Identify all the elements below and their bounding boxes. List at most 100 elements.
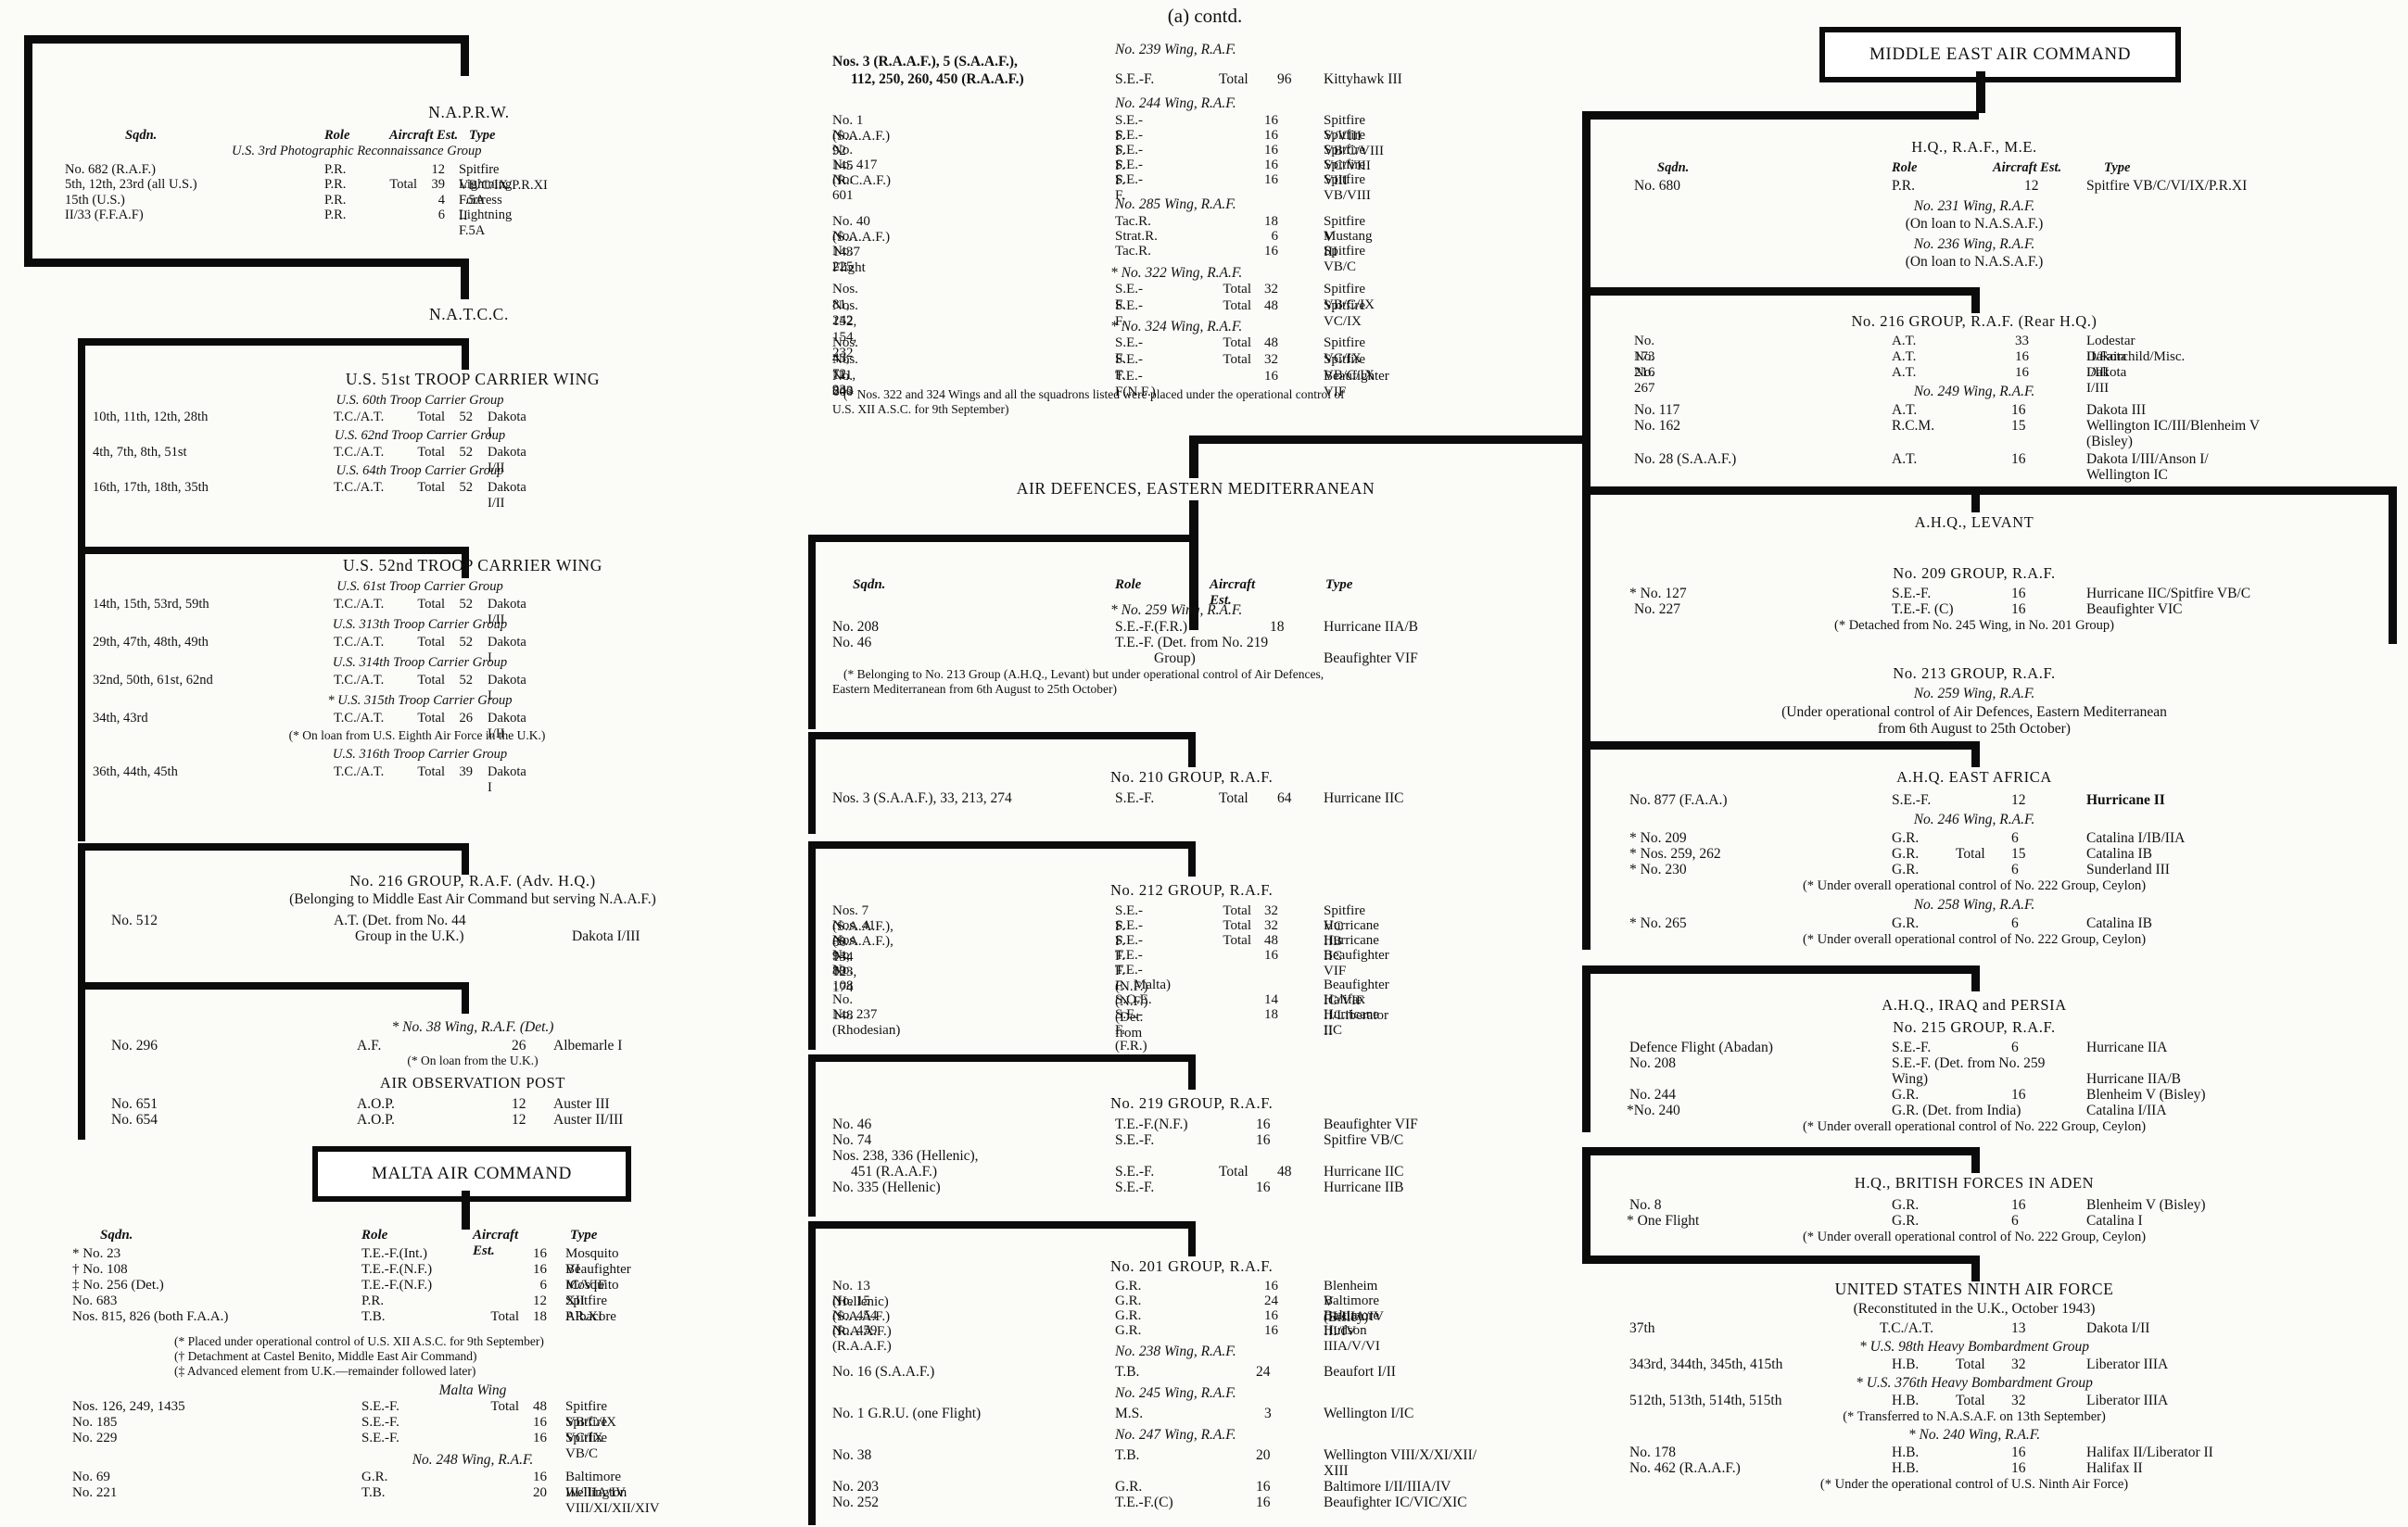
group-name: U.S. 316th Troop Carrier Group <box>332 747 508 762</box>
table-row: No. 244 <box>1629 1087 1676 1103</box>
tcw51-bracket-left <box>78 338 85 547</box>
wing239-name: No. 239 Wing, R.A.F. <box>1115 42 1236 57</box>
col-header-type: Type <box>469 128 496 143</box>
table-row: No. 92 <box>832 128 854 158</box>
wing240-footnote: (* Under the operational control of U.S.… <box>1819 1477 2129 1492</box>
group-name: U.S. 60th Troop Carrier Group <box>336 393 504 408</box>
table-row: No. 1 G.R.U. (one Flight) <box>832 1406 982 1421</box>
grp219-title: No. 219 GROUP, R.A.F. <box>1110 1094 1274 1112</box>
grp201-bracket-top <box>808 1221 1196 1229</box>
table-row: Nos. 81, 242 <box>832 282 858 328</box>
malta-air-command-box[interactable]: MALTA AIR COMMAND <box>312 1146 631 1202</box>
table-row: No. 203 <box>832 1479 879 1495</box>
table-row: No. 335 (Hellenic) <box>832 1180 941 1195</box>
table-row: 37th <box>1629 1320 1655 1336</box>
table-row: No. 74 <box>832 1132 872 1148</box>
table-row: No. 38 <box>832 1447 872 1463</box>
table-row: No. 148 <box>832 992 854 1023</box>
grp219-bracket-left <box>808 1054 816 1217</box>
wing285-name: No. 285 Wing, R.A.F. <box>1115 196 1236 212</box>
aden-bracket-bottom <box>1582 1256 1979 1264</box>
wing236-note: (On loan to N.A.S.A.F.) <box>1905 254 2044 270</box>
middle-east-air-command-box[interactable]: MIDDLE EAST AIR COMMAND <box>1819 27 2181 82</box>
eastafrica-bracket-top <box>1582 741 1979 750</box>
table-row: No. 417 (R.C.A.F.) <box>832 158 891 188</box>
wing249-name: No. 249 Wing, R.A.F. <box>1913 384 2035 399</box>
col-header-role: Role <box>324 128 350 143</box>
levant-bracket-left <box>1582 486 1591 741</box>
table-row: 512th, 513th, 514th, 515th <box>1629 1393 1782 1408</box>
grp215-footnote: (* Under overall operational control of … <box>1802 1119 2147 1134</box>
table-row: No. 680 <box>1634 178 1680 194</box>
malta-footnote-2: († Detachment at Castel Benito, Middle E… <box>174 1349 477 1363</box>
tcw51-bracket-stem <box>462 338 469 370</box>
table-row: *No. 240 <box>1627 1103 1680 1118</box>
group-name: U.S. 64th Troop Carrier Group <box>336 463 504 478</box>
tcw52-bracket-top <box>78 547 469 554</box>
malta-wing-table: Nos. 126, 249, 1435 S.E.-F. Total 48 Spi… <box>72 1399 617 1461</box>
grp210-bracket-top <box>808 732 1196 739</box>
naprw-title: N.A.P.R.W. <box>428 103 510 121</box>
iraq-title: A.H.Q., IRAQ and PERSIA <box>1882 996 2067 1014</box>
group-name: U.S. 61st Troop Carrier Group <box>336 579 503 594</box>
grp219-bracket-top <box>808 1054 1196 1062</box>
col-header-est: Aircraft Est. <box>1993 160 2062 175</box>
levant-bracket-right <box>2389 486 2397 644</box>
grp376-name: * U.S. 376th Heavy Bombardment Group <box>1856 1375 2093 1391</box>
grp209-footnote: (* Detached from No. 245 Wing, in No. 20… <box>1834 618 2114 633</box>
table-row: No. 28 (S.A.A.F.) <box>1634 451 1737 467</box>
grp216rear-bracket-top <box>1582 287 1979 296</box>
grp210-bracket-left <box>808 732 816 834</box>
group-name: U.S. 313th Troop Carrier Group <box>332 617 508 632</box>
grp216adv-bracket-left <box>78 843 85 982</box>
wing324-footnote-1: (* Nos. 322 and 324 Wings and all the sq… <box>843 387 1345 401</box>
tcw52-title: U.S. 52nd TROOP CARRIER WING <box>343 556 602 574</box>
table-row: * No. 230 <box>1629 862 1687 877</box>
table-row: No. 108 <box>832 963 854 993</box>
col-header-type: Type <box>1325 577 1353 592</box>
table-row: No. 8 <box>1629 1197 1662 1213</box>
table-row: Nos. 815, 826 (both F.A.A.) <box>72 1309 229 1324</box>
tcw51-bracket-top <box>78 338 469 346</box>
table-row: No. 185 <box>72 1415 118 1430</box>
col-header-type: Type <box>570 1228 598 1243</box>
aden-title: H.Q., BRITISH FORCES IN ADEN <box>1854 1174 2095 1192</box>
table-row: No. 601 <box>832 172 854 203</box>
adem-title: AIR DEFENCES, EASTERN MEDITERRANEAN <box>927 478 1464 500</box>
table-row: No. 237 (Rhodesian) <box>832 1007 901 1038</box>
table-row: Nos. 152, 154, 232 <box>832 298 858 360</box>
naprw-group-name: U.S. 3rd Photographic Reconnaissance Gro… <box>232 143 482 158</box>
wing245-name: No. 245 Wing, R.A.F. <box>1115 1385 1236 1401</box>
meac-to-center-link <box>1189 435 1588 444</box>
table-row: Nos. 238, 336 (Hellenic), <box>832 1148 979 1164</box>
malta-footnote-3: (‡ Advanced element from U.K.—remainder … <box>174 1364 476 1378</box>
table-row: 5th, 12th, 23rd (all U.S.) <box>65 177 197 192</box>
naprw-table: Sqdn. Role Aircraft Est. Type U.S. 3rd P… <box>65 128 548 238</box>
wing246-footnote: (* Under overall operational control of … <box>1802 878 2147 893</box>
table-row: No. 221 <box>72 1485 118 1500</box>
wing231-note: (On loan to N.A.S.A.F.) <box>1905 216 2044 232</box>
tcw51-table: U.S. 60th Troop Carrier Group 10th, 11th… <box>65 393 526 511</box>
table-row: No. 16 (S.A.A.F.) <box>832 1364 935 1380</box>
table-row: No. 682 (R.A.F.) <box>65 161 156 177</box>
table-row: No. 462 (R.A.A.F.) <box>1629 1460 1741 1476</box>
usaaf9-stem <box>1971 1256 1980 1281</box>
aop-title: AIR OBSERVATION POST <box>379 1074 566 1092</box>
grp98-name: * U.S. 98th Heavy Bombardment Group <box>1858 1339 2090 1355</box>
table-row: 34th, 43rd <box>93 711 148 726</box>
table-row: No. 296 <box>111 1038 158 1054</box>
table-row: ‡ No. 256 (Det.) <box>72 1278 164 1293</box>
adem-footnote-1: (* Belonging to No. 213 Group (A.H.Q., L… <box>843 667 1324 681</box>
iraq-bracket-stem <box>1971 965 1980 991</box>
adem-trunk-2 <box>1189 505 1198 630</box>
table-row: 16th, 17th, 18th, 35th <box>93 480 209 495</box>
wing324-footnote-2: U.S. XII A.S.C. for 9th September) <box>832 402 1009 416</box>
grp212-bracket-top <box>808 841 1196 849</box>
group-name: * U.S. 315th Troop Carrier Group <box>327 693 513 708</box>
grp213-wing259: No. 259 Wing, R.A.F. <box>1913 686 2035 701</box>
table-row: II/33 (F.F.A.F) <box>65 208 144 222</box>
table-row: No. 145 <box>832 143 854 173</box>
table-row: Nos. 111, 243 <box>832 352 858 398</box>
col-header-sqdn: Sqdn. <box>100 1228 133 1243</box>
levant-bracket-stem <box>1971 486 1980 512</box>
